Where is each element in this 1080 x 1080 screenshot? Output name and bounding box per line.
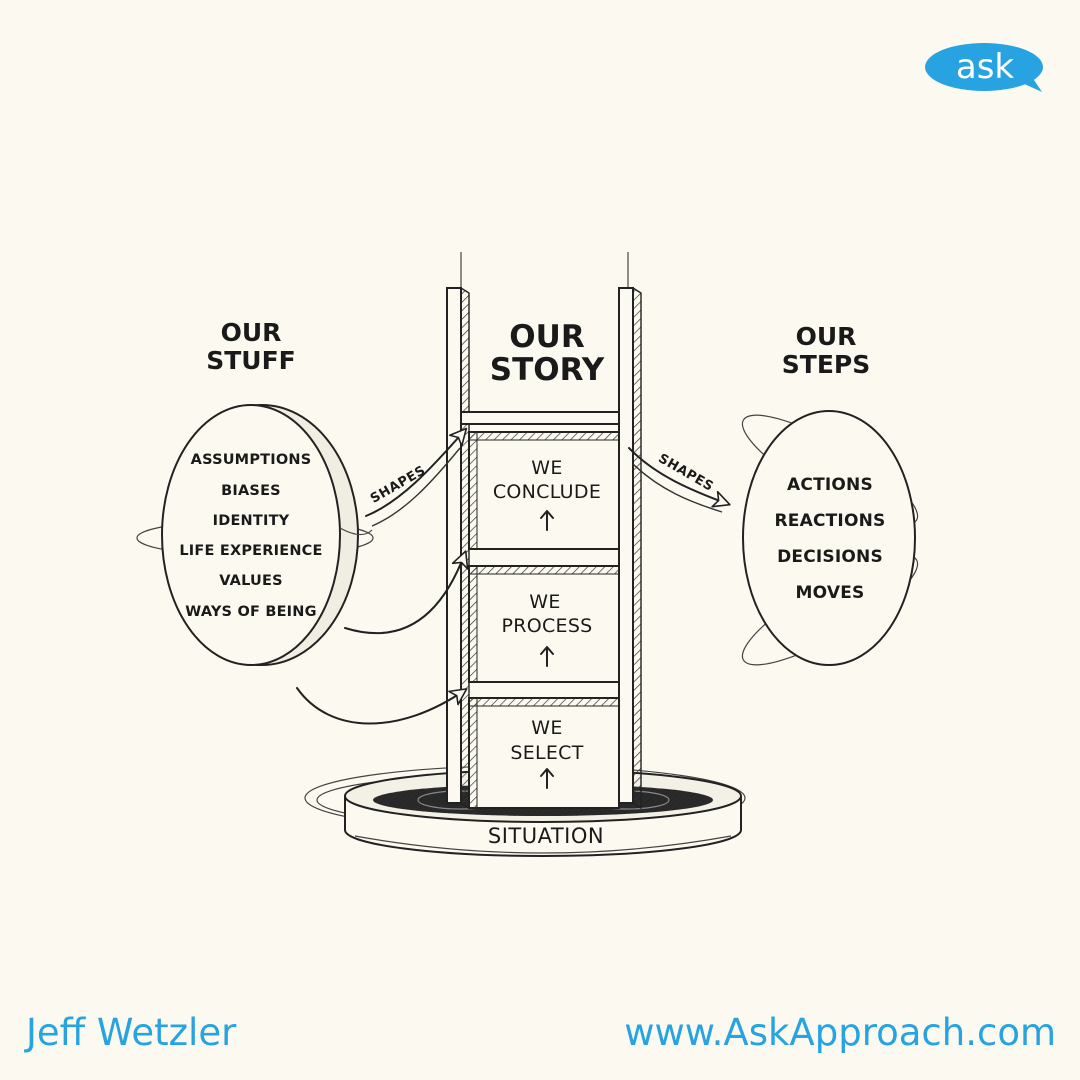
step-conclude-line-2: CONCLUDE — [493, 481, 601, 503]
process-arrow — [344, 550, 469, 635]
stuff-item: ASSUMPTIONS — [191, 452, 312, 468]
steps-item: DECISIONS — [777, 547, 883, 567]
steps-orbit — [741, 410, 919, 666]
step-select-line-2: SELECT — [510, 742, 583, 764]
stuff-item: BIASES — [221, 483, 281, 499]
stuff-item: WAYS OF BEING — [185, 604, 316, 620]
stuff-item: VALUES — [219, 573, 283, 589]
shapes-label-left: SHAPES — [368, 463, 428, 507]
steps-item: MOVES — [796, 583, 865, 603]
step-conclude-line-1: WE — [531, 457, 562, 479]
step-box-conclude — [468, 431, 620, 550]
step-box-process — [468, 565, 620, 683]
stuff-disc — [136, 404, 374, 666]
steps-item: REACTIONS — [775, 511, 886, 531]
shapes-arrow-left-top — [365, 427, 468, 527]
select-arrow — [296, 687, 468, 725]
logo-text: ask — [956, 47, 1015, 87]
ask-logo: ask — [925, 43, 1043, 92]
footer-url-link[interactable]: www.AskApproach.com — [624, 1011, 1056, 1054]
up-arrow-icon — [540, 768, 554, 789]
stuff-item: IDENTITY — [213, 513, 290, 529]
up-arrow-icon — [540, 510, 554, 531]
story-heading-line-1: OUR — [509, 319, 585, 355]
steps-heading-line-2: STEPS — [782, 350, 870, 379]
footer-author: Jeff Wetzler — [26, 1011, 237, 1054]
step-process-line-1: WE — [529, 591, 560, 613]
up-arrow-icon — [540, 646, 554, 667]
steps-item: ACTIONS — [787, 475, 873, 495]
story-heading-line-2: STORY — [490, 352, 605, 388]
stuff-item: LIFE EXPERIENCE — [179, 543, 322, 559]
stuff-heading-line-2: STUFF — [206, 346, 296, 375]
steps-heading-line-1: OUR — [796, 322, 857, 351]
ladder — [446, 286, 642, 810]
stuff-heading-line-1: OUR — [221, 318, 282, 347]
step-box-select — [468, 697, 620, 809]
step-process-line-2: PROCESS — [501, 615, 592, 637]
shapes-arrow-right — [628, 447, 731, 513]
step-select-line-1: WE — [531, 717, 562, 739]
situation-label: SITUATION — [488, 824, 604, 848]
